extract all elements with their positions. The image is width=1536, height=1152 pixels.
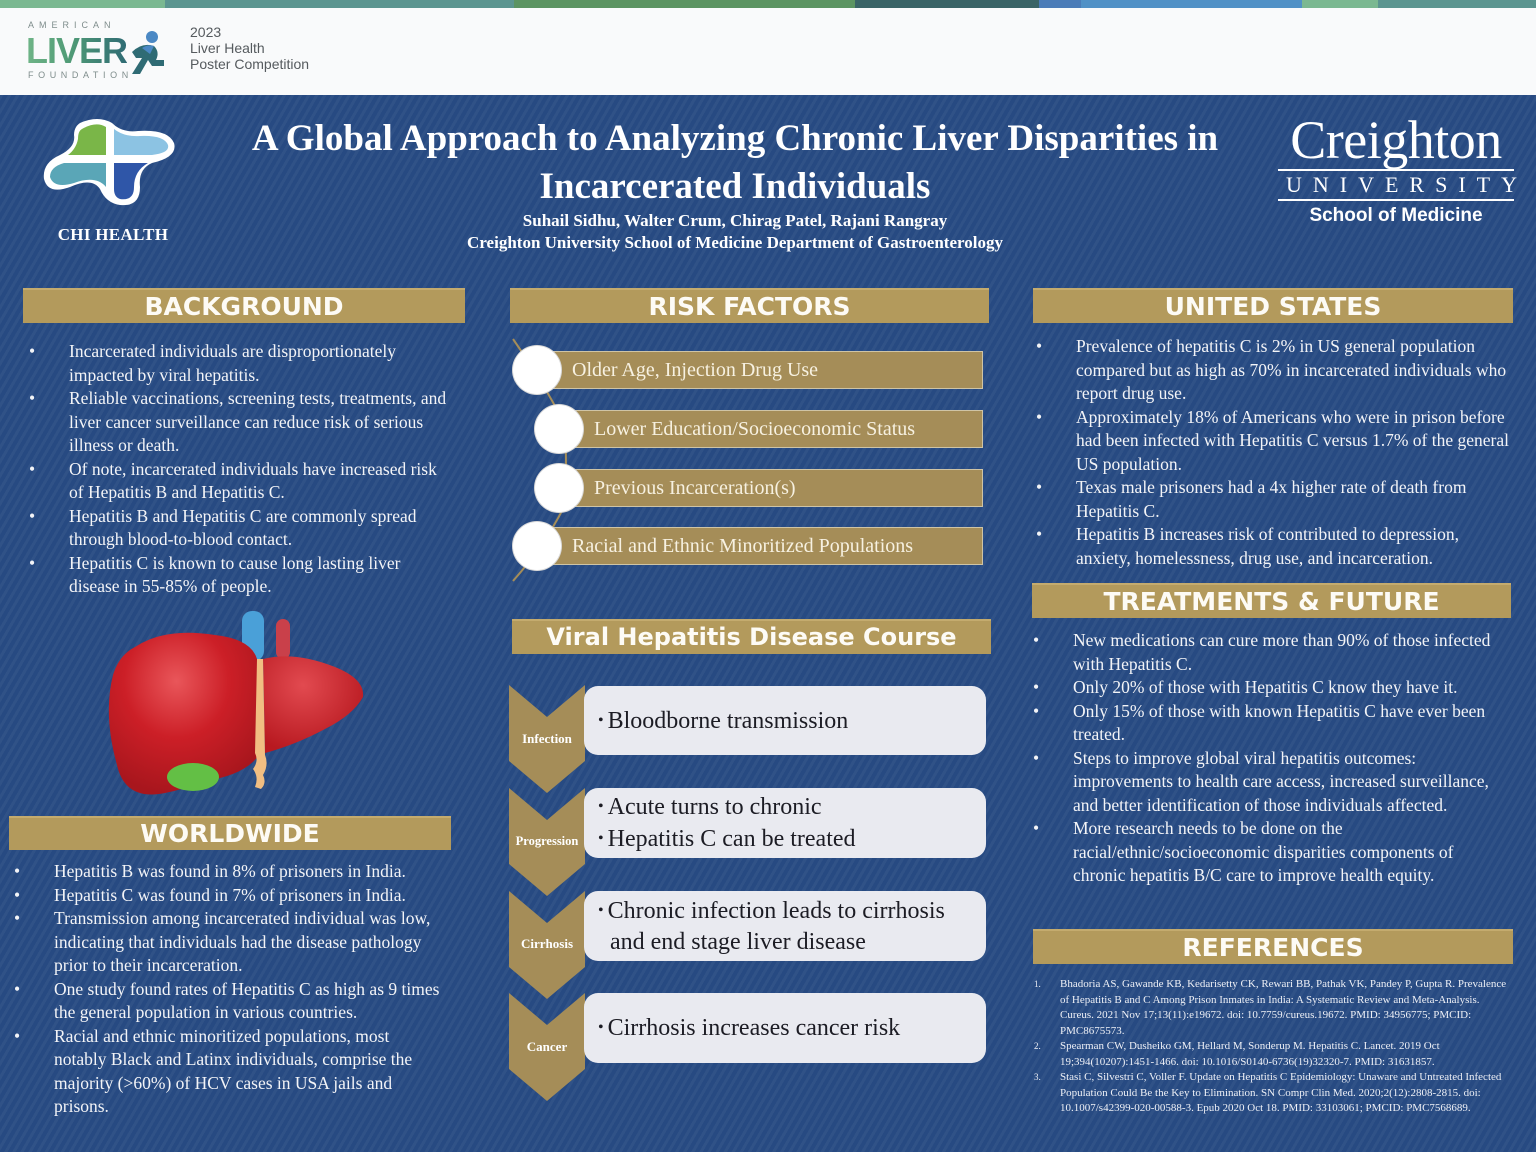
stage-point: • Hepatitis C can be treated: [598, 826, 856, 852]
creighton-rule: [1278, 169, 1514, 171]
liver-illustration: [108, 611, 364, 795]
stage-point: • Bloodborne transmission: [598, 707, 849, 734]
treatments-list: New medications can cure more than 90% o…: [1028, 629, 1508, 888]
creighton-university: UNIVERSITY: [1286, 172, 1528, 197]
treatments-item: Steps to improve global viral hepatitis …: [1028, 747, 1508, 818]
risk-factor-bullet-icon: [513, 522, 561, 570]
united-states-heading: UNITED STATES: [1033, 288, 1513, 323]
united-states-item: Hepatitis B increases risk of contribute…: [1031, 523, 1509, 570]
background-item: Hepatitis C is known to cause long lasti…: [24, 552, 454, 599]
creighton-rule: [1278, 199, 1514, 201]
risk-factor-bullet-icon: [535, 464, 583, 512]
strip-segment: [514, 0, 855, 8]
competition-line2: Poster Competition: [190, 56, 310, 72]
stage-point: • Acute turns to chronic: [598, 794, 822, 820]
strip-segment: [1302, 0, 1378, 8]
strip-segment: [0, 0, 165, 8]
alf-logo-american: AMERICAN: [28, 20, 116, 30]
stage-point: • Cirrhosis increases cancer risk: [598, 1015, 901, 1041]
strip-segment: [165, 0, 514, 8]
stage-description-box: • Chronic infection leads to cirrhosis a…: [584, 891, 986, 961]
united-states-item: Approximately 18% of Americans who were …: [1031, 406, 1509, 477]
stage-chevron-icon: [509, 891, 585, 999]
background-item: Of note, incarcerated individuals have i…: [24, 458, 454, 505]
treatments-item: New medications can cure more than 90% o…: [1028, 629, 1508, 676]
references-heading: REFERENCES: [1033, 929, 1513, 964]
poster-title-line2: Incarcerated Individuals: [539, 166, 931, 207]
united-states-item: Texas male prisoners had a 4x higher rat…: [1031, 476, 1509, 523]
disease-course-heading: Viral Hepatitis Disease Course: [512, 619, 991, 654]
strip-segment: [1039, 0, 1081, 8]
strip-segment: [1081, 0, 1302, 8]
risk-factor-label: Racial and Ethnic Minoritized Population…: [572, 535, 914, 557]
stage-label-progression: Progression: [515, 834, 579, 848]
competition-year: 2023: [190, 24, 222, 40]
creighton-logo: Creighton UNIVERSITY School of Medicine: [1278, 110, 1528, 226]
worldwide-item: Racial and ethnic minoritized population…: [9, 1025, 444, 1119]
competition-label: 2023 Liver Health Poster Competition: [190, 24, 309, 72]
poster-authors: Suhail Sidhu, Walter Crum, Chirag Patel,…: [522, 211, 948, 230]
risk-factor-bar: Older Age, Injection Drug Use: [535, 351, 983, 389]
risk-factor-label: Older Age, Injection Drug Use: [572, 359, 819, 381]
treatments-item: Only 20% of those with Hepatitis C know …: [1028, 676, 1508, 700]
background-item: Reliable vaccinations, screening tests, …: [24, 387, 454, 458]
background-list: Incarcerated individuals are disproporti…: [24, 340, 454, 599]
risk-factor-bullet-icon: [535, 405, 583, 453]
competition-header: AMERICAN LIVER FOUNDATION 2023 Liver Hea…: [0, 8, 1536, 95]
reference-item: 2.Spearman CW, Dusheiko GM, Hellard M, S…: [1034, 1040, 1440, 1068]
stage-point: • Chronic infection leads to cirrhosis a…: [598, 897, 945, 955]
poster-title-line1: A Global Approach to Analyzing Chronic L…: [251, 118, 1219, 159]
united-states-item: Prevalence of hepatitis C is 2% in US ge…: [1031, 335, 1509, 406]
creighton-name: Creighton: [1290, 110, 1502, 170]
background-item: Hepatitis B and Hepatitis C are commonly…: [24, 505, 454, 552]
united-states-list: Prevalence of hepatitis C is 2% in US ge…: [1031, 335, 1509, 570]
worldwide-item: Hepatitis C was found in 7% of prisoners…: [9, 884, 444, 908]
alf-logo-liver: LIVER: [26, 30, 128, 71]
strip-segment: [855, 0, 1039, 8]
treatments-item: More research needs to be done on the ra…: [1028, 817, 1508, 888]
reference-item: 3.Stasi C, Silvestri C, Voller F. Update…: [1034, 1071, 1502, 1114]
risk-factors-heading: RISK FACTORS: [510, 288, 989, 323]
background-heading: BACKGROUND: [23, 288, 465, 323]
poster-affiliation: Creighton University School of Medicine …: [467, 233, 1003, 252]
stage-description-box: • Cirrhosis increases cancer risk: [584, 993, 986, 1063]
stage-label-cirrhosis: Cirrhosis: [521, 936, 573, 951]
background-item: Incarcerated individuals are disproporti…: [24, 340, 454, 387]
stage-chevron-icon: [509, 788, 585, 896]
worldwide-item: Hepatitis B was found in 8% of prisoners…: [9, 860, 444, 884]
worldwide-item: Transmission among incarcerated individu…: [9, 907, 444, 978]
top-color-strip: [0, 0, 1536, 8]
chi-health-logo-icon: [43, 119, 175, 206]
stage-description-box: • Bloodborne transmission: [584, 686, 986, 755]
alf-logo-foundation: FOUNDATION: [28, 70, 133, 80]
american-liver-foundation-logo: AMERICAN LIVER FOUNDATION: [26, 20, 166, 82]
strip-segment: [1378, 0, 1536, 8]
stage-label-infection: Infection: [522, 731, 572, 746]
risk-factor-bar: Previous Incarceration(s): [557, 469, 983, 507]
stage-label-cancer: Cancer: [526, 1039, 568, 1054]
risk-factor-bullet-icon: [513, 346, 561, 394]
worldwide-heading: WORLDWIDE: [9, 816, 451, 850]
treatments-heading: TREATMENTS & FUTURE: [1032, 583, 1511, 618]
stage-chevron-icon: [509, 993, 585, 1101]
poster-byline: Suhail Sidhu, Walter Crum, Chirag Patel,…: [205, 210, 1265, 254]
poster-title: A Global Approach to Analyzing Chronic L…: [205, 115, 1265, 211]
stage-description-box: • Acute turns to chronic • Hepatitis C c…: [584, 788, 986, 858]
poster: CHI HEALTH A Global Approach to Analyzin…: [0, 95, 1536, 1152]
risk-factor-label: Previous Incarceration(s): [594, 477, 796, 499]
references-list: 1.Bhadoria AS, Gawande KB, Kedarisetty C…: [1030, 977, 1510, 1117]
worldwide-list: Hepatitis B was found in 8% of prisoners…: [9, 860, 444, 1119]
competition-line1: Liver Health: [190, 40, 265, 56]
reference-item: 1.Bhadoria AS, Gawande KB, Kedarisetty C…: [1034, 978, 1507, 1037]
risk-factor-label: Lower Education/Socioeconomic Status: [594, 418, 916, 440]
stage-chevron-icon: [509, 685, 585, 793]
risk-factor-bar: Racial and Ethnic Minoritized Population…: [535, 527, 983, 565]
worldwide-item: One study found rates of Hepatitis C as …: [9, 978, 444, 1025]
risk-factor-bar: Lower Education/Socioeconomic Status: [557, 410, 983, 448]
treatments-item: Only 15% of those with known Hepatitis C…: [1028, 700, 1508, 747]
alf-runner-icon: [132, 31, 164, 74]
creighton-school: School of Medicine: [1309, 205, 1483, 226]
chi-health-label: CHI HEALTH: [57, 225, 169, 244]
